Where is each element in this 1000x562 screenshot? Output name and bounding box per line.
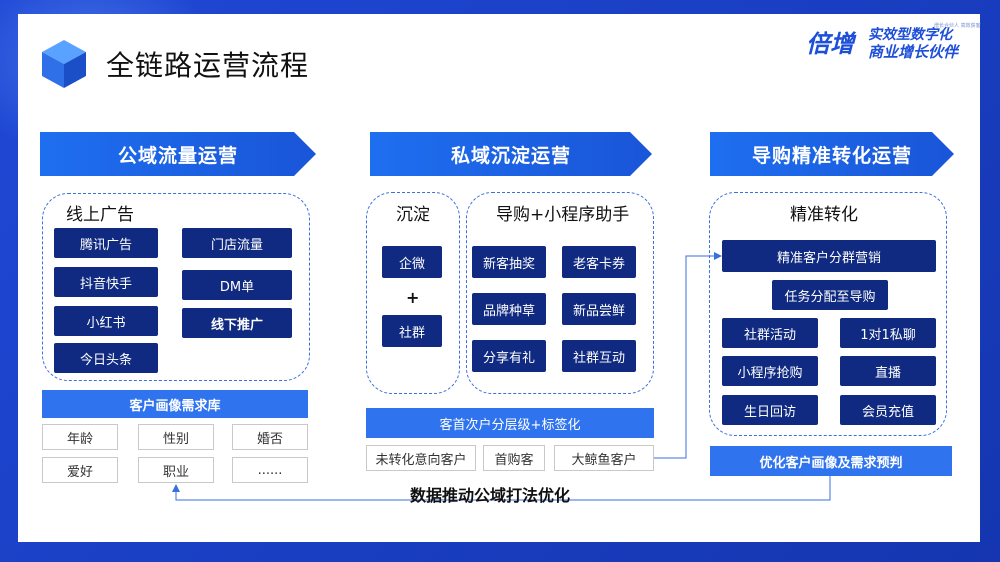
conversion-item-5: 生日回访 (722, 395, 818, 425)
header-public: 公域流量运营 (40, 132, 316, 176)
assist-item-6: 社群互动 (562, 340, 636, 372)
settle-box (366, 192, 460, 394)
conversion-item-6: 会员充值 (840, 395, 936, 425)
tag-5: 职业 (138, 457, 214, 483)
conversion-label: 精准转化 (790, 205, 858, 225)
online-ad-4: 今日头条 (54, 343, 158, 373)
optimize-bar: 优化客户画像及需求预判 (710, 446, 952, 476)
header-conversion: 导购精准转化运营 (710, 132, 954, 176)
customer-type-2: 首购客 (483, 445, 545, 471)
logo-tagline-tiny: 增长合伙人 高效获客 (934, 23, 981, 29)
tag-1: 年龄 (42, 424, 118, 450)
tag-4: 爱好 (42, 457, 118, 483)
plus-sign: + (406, 288, 420, 307)
conversion-item-4: 直播 (840, 356, 936, 386)
footer-caption: 数据推动公域打法优化 (410, 486, 571, 505)
offline-3: 线下推广 (182, 308, 292, 338)
assist-box (466, 192, 654, 394)
tag-2: 性别 (138, 424, 214, 450)
conversion-box (709, 192, 947, 436)
logo-mark: 倍增 (806, 30, 854, 58)
conversion-item-3: 小程序抢购 (722, 356, 818, 386)
tag-6: ...... (232, 457, 308, 483)
tiering-bar: 客首次户分层级+标签化 (366, 408, 654, 438)
conversion-top-2: 任务分配至导购 (772, 280, 888, 310)
assist-item-4: 新品尝鲜 (562, 293, 636, 325)
settle-label: 沉淀 (396, 205, 430, 225)
customer-type-3: 大鲸鱼客户 (554, 445, 654, 471)
tag-3: 婚否 (232, 424, 308, 450)
offline-2: DM单 (182, 270, 292, 300)
assist-item-1: 新客抽奖 (472, 246, 546, 278)
offline-1: 门店流量 (182, 228, 292, 258)
online-ad-2: 抖音快手 (54, 267, 158, 297)
arrow-feedback (172, 476, 831, 501)
page-title: 全链路运营流程 (106, 49, 310, 82)
public-group-box (42, 193, 310, 381)
assist-label: 导购+小程序助手 (496, 205, 630, 225)
logo-line1: 实效型数字化 (868, 27, 952, 43)
cube-icon (42, 40, 86, 88)
online-ad-3: 小红书 (54, 306, 158, 336)
profile-library: 客户画像需求库 (42, 390, 308, 418)
assist-item-5: 分享有礼 (472, 340, 546, 372)
conversion-item-2: 1对1私聊 (840, 318, 936, 348)
public-group-label: 线上广告 (66, 205, 134, 225)
settle-item-2: 社群 (382, 315, 442, 347)
conversion-top-1: 精准客户分群营销 (722, 240, 936, 272)
assist-item-3: 品牌种草 (472, 293, 546, 325)
brand-logo: 倍增 增长合伙人 高效获客 实效型数字化 商业增长伙伴 (806, 22, 981, 62)
logo-line2: 商业增长伙伴 (868, 43, 959, 61)
settle-item-1: 企微 (382, 246, 442, 278)
header-private: 私域沉淀运营 (370, 132, 652, 176)
online-ad-1: 腾讯广告 (54, 228, 158, 258)
assist-item-2: 老客卡券 (562, 246, 636, 278)
customer-type-1: 未转化意向客户 (366, 445, 476, 471)
arrow-to-conversion (654, 252, 722, 459)
conversion-item-1: 社群活动 (722, 318, 818, 348)
